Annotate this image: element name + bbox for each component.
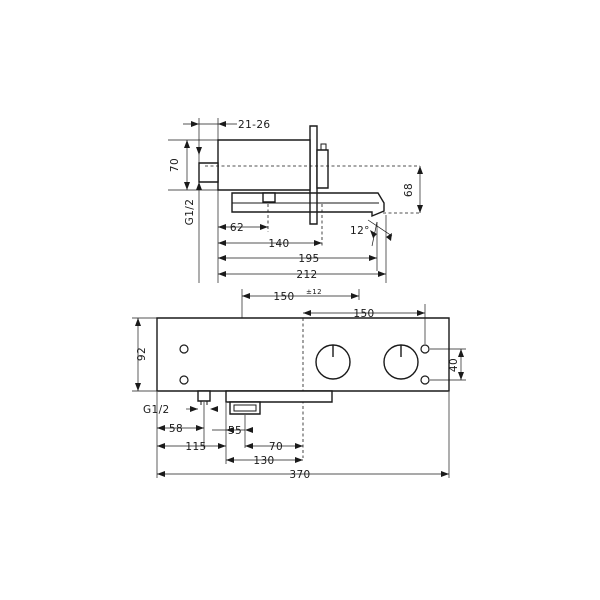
dim-21-26-label: 21-26	[238, 119, 271, 131]
mount-hole-left-top	[180, 345, 188, 353]
dim-68-label: 68	[403, 183, 415, 197]
side-spout	[232, 193, 384, 216]
side-wall-plate	[310, 126, 317, 224]
dim-195-label: 195	[298, 253, 319, 265]
dim-130-label: 130	[253, 455, 274, 467]
side-handle-knob	[317, 150, 328, 188]
front-inlet	[198, 391, 210, 401]
side-body	[218, 140, 310, 190]
dim-150-tol-label: 150	[273, 291, 294, 303]
mount-hole-right-top	[421, 345, 429, 353]
side-view: 21-26 70 G1/2 68 62 140 12°	[168, 118, 423, 283]
dim-58-label: 58	[169, 423, 183, 435]
dim-55-label: 55	[228, 425, 242, 437]
mount-hole-right-bottom	[421, 376, 429, 384]
dim-150-tol-superscript: ±12	[306, 288, 322, 296]
side-inlet-stub	[199, 163, 218, 182]
dim-370-label: 370	[289, 469, 310, 481]
dim-12deg-line	[368, 220, 392, 236]
front-view: 150 ±12 150 92 40 G1/2 58 55	[132, 288, 466, 481]
dim-g12-bottom-label: G1/2	[143, 404, 170, 416]
dim-92-label: 92	[136, 347, 148, 361]
side-valve	[263, 193, 275, 202]
dim-40-label: 40	[448, 358, 460, 372]
mount-hole-left-bottom	[180, 376, 188, 384]
dim-g12-top-label: G1/2	[184, 199, 196, 226]
front-spout-opening	[234, 405, 256, 411]
dim-70b-label: 70	[269, 441, 283, 453]
dim-212-label: 212	[296, 269, 317, 281]
side-handle-cap	[321, 144, 326, 150]
dim-140-label: 140	[268, 238, 289, 250]
dim-150-label: 150	[353, 308, 374, 320]
dim-70-label: 70	[169, 158, 181, 172]
front-spout-bar	[226, 391, 332, 402]
dim-62-label: 62	[230, 222, 244, 234]
dim-115-label: 115	[185, 441, 206, 453]
dim-12deg-label: 12°	[350, 225, 370, 237]
